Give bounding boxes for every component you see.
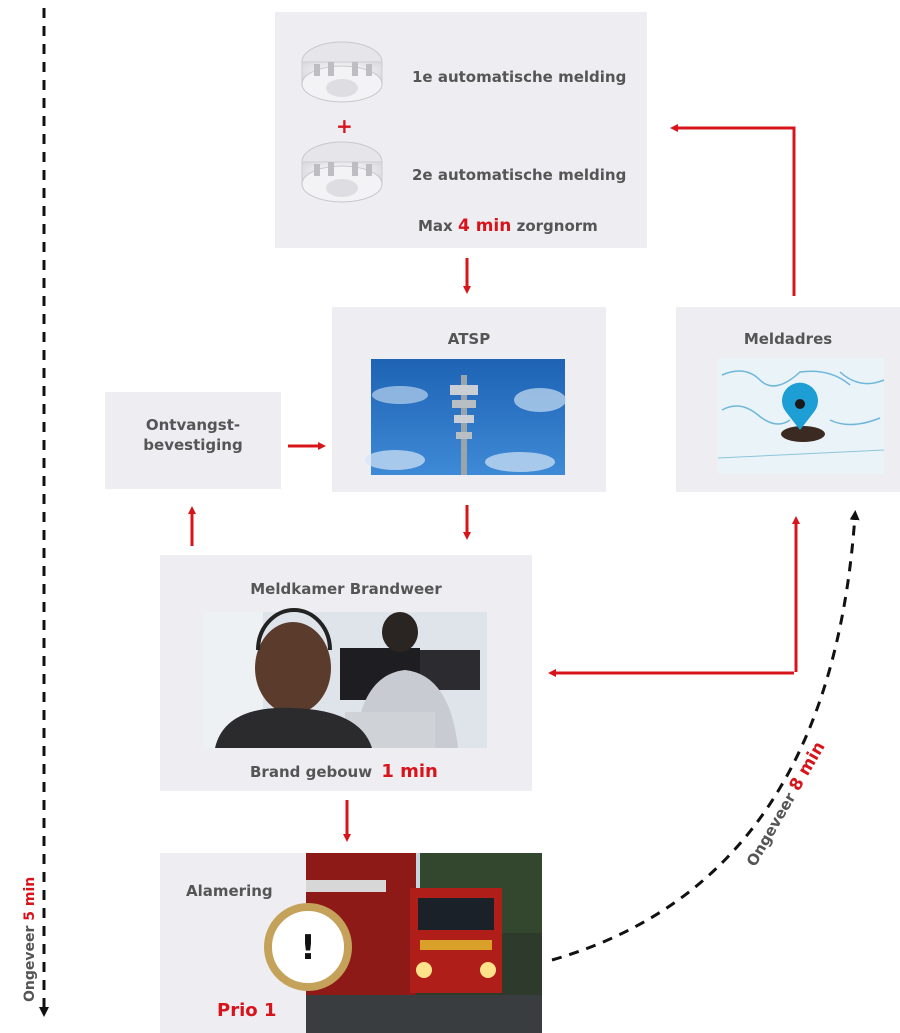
zorgnorm-caption: Max 4 min zorgnorm [418, 216, 598, 236]
ontvangst-line-1: Ontvangst- [145, 416, 241, 434]
arrow-meldadres-to-melding [670, 124, 796, 296]
alamering-prio: Prio 1 [217, 1000, 277, 1021]
timeline-left-label: Ongeveer 5 min [22, 877, 38, 1002]
meldadres-title: Meldadres [743, 330, 833, 348]
second-alert-label: 2e automatische melding [412, 166, 627, 184]
timeline-left-value: 5 min [22, 876, 38, 921]
first-alert-label: 1e automatische melding [412, 68, 627, 86]
atsp-title: ATSP [447, 330, 491, 348]
ontvangst-line-2: bevestiging [143, 436, 243, 454]
meldkamer-title: Meldkamer Brandweer [250, 580, 442, 598]
timeline-right-value: 8 min [785, 738, 830, 795]
timeline-right-curve [551, 510, 860, 962]
zorgnorm-suffix: zorgnorm [516, 217, 598, 235]
zorgnorm-prefix: Max [418, 217, 453, 235]
plus-sign: + [336, 114, 353, 138]
timeline-right-label: Ongeveer 8 min [742, 738, 830, 870]
alamering-title: Alamering [186, 882, 273, 900]
ontvangst-box [105, 392, 281, 489]
melding-box [275, 12, 647, 248]
meldkamer-caption: Brand gebouw 1 min [250, 761, 438, 782]
meldkamer-caption-prefix: Brand gebouw [250, 763, 373, 781]
ontvangst-label: Ontvangst- bevestiging [105, 415, 281, 455]
timeline-right-prefix: Ongeveer [742, 789, 800, 870]
meldkamer-caption-value: 1 min [381, 761, 438, 782]
zorgnorm-value: 4 min [457, 216, 512, 236]
alamering-box [160, 853, 532, 1033]
timeline-left-prefix: Ongeveer [22, 925, 38, 1002]
alert-symbol: ! [300, 928, 316, 968]
